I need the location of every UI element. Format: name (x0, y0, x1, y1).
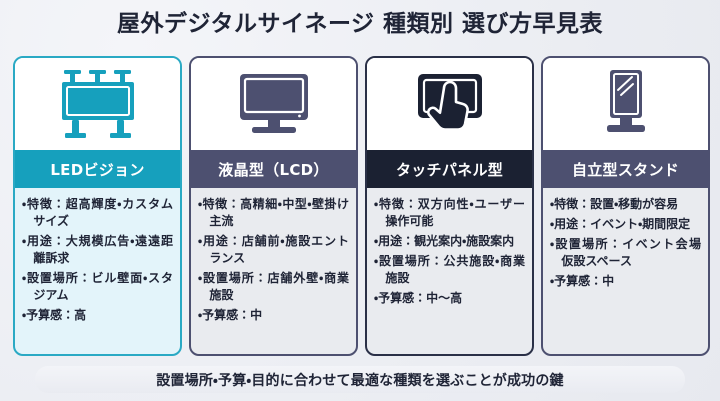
card-icon-area-free-standing (543, 58, 708, 150)
bullet-item: ・設置場所：ビル壁面・スタジアム (22, 271, 173, 303)
card-icon-area-led-vision (15, 58, 180, 150)
footer-message-text: 設置場所・予算・目的に合わせて最適な種類を選ぶことが成功の鍵 (156, 372, 564, 389)
bullet-item: ・設置場所：イベント会場 仮設スペース (550, 237, 708, 269)
card-lcd[interactable]: 液晶型（LCD） ・特徴：高精細・中型・壁掛け主流 ・用途：店舗前・施設エントラ… (189, 56, 358, 356)
card-grid: LEDビジョン ・特徴：超高輝度・カスタムサイズ ・用途：大規模広告・遠遠距離訴… (13, 56, 710, 356)
bullet-list-lcd: ・特徴：高精細・中型・壁掛け主流 ・用途：店舗前・施設エントランス ・設置場所：… (198, 196, 349, 324)
bullet-item: ・用途：観光案内・施設案内 (374, 234, 515, 249)
card-touch-panel[interactable]: タッチパネル型 ・特徴：双方向性・ユーザー操作可能 ・用途：観光案内・施設案内 … (365, 56, 534, 356)
card-icon-area-lcd (191, 58, 356, 150)
bullet-item: ・予算感：高 (22, 308, 87, 323)
bullet-list-free-standing: ・特徴：設置・移動が容易 ・用途：イベント・期間限定 ・設置場所：イベント会場 … (550, 196, 708, 290)
card-body-free-standing: ・特徴：設置・移動が容易 ・用途：イベント・期間限定 ・設置場所：イベント会場 … (543, 188, 708, 354)
bullet-item: ・予算感：中〜高 (374, 291, 463, 306)
bullet-item: ・特徴：設置・移動が容易 (550, 197, 679, 211)
card-body-touch-panel: ・特徴：双方向性・ユーザー操作可能 ・用途：観光案内・施設案内 ・設置場所：公共… (367, 188, 532, 354)
card-body-lcd: ・特徴：高精細・中型・壁掛け主流 ・用途：店舗前・施設エントランス ・設置場所：… (191, 188, 356, 354)
bullet-list-led-vision: ・特徴：超高輝度・カスタムサイズ ・用途：大規模広告・遠遠距離訴求 ・設置場所：… (22, 196, 173, 324)
billboard-icon (52, 68, 144, 140)
bullet-item: ・予算感：中 (198, 308, 263, 323)
card-title-led-vision: LEDビジョン (15, 150, 180, 188)
bullet-item: ・特徴：双方向性・ユーザー操作可能 (374, 197, 525, 229)
monitor-icon (228, 68, 320, 140)
bullet-item: ・用途：イベント・期間限定 (550, 217, 691, 232)
touch-hand-icon (404, 68, 496, 140)
card-led-vision[interactable]: LEDビジョン ・特徴：超高輝度・カスタムサイズ ・用途：大規模広告・遠遠距離訴… (13, 56, 182, 356)
page-title-text: 屋外デジタルサイネージ 種類別 選び方早見表 (116, 11, 604, 37)
bullet-item: ・用途：店舗前・施設エントランス (198, 234, 349, 266)
card-title-touch-panel: タッチパネル型 (367, 150, 532, 188)
bullet-item: ・設置場所：店舗外壁・商業施設 (198, 271, 349, 303)
card-title-lcd: 液晶型（LCD） (191, 150, 356, 188)
bullet-item: ・予算感：中 (550, 274, 615, 289)
bullet-list-touch-panel: ・特徴：双方向性・ユーザー操作可能 ・用途：観光案内・施設案内 ・設置場所：公共… (374, 196, 525, 307)
card-body-led-vision: ・特徴：超高輝度・カスタムサイズ ・用途：大規模広告・遠遠距離訴求 ・設置場所：… (15, 188, 180, 354)
page-title: 屋外デジタルサイネージ 種類別 選び方早見表 (0, 10, 720, 39)
footer-message-bar: 設置場所・予算・目的に合わせて最適な種類を選ぶことが成功の鍵 (35, 366, 685, 393)
standing-kiosk-icon (580, 68, 672, 140)
card-free-standing[interactable]: 自立型スタンド ・特徴：設置・移動が容易 ・用途：イベント・期間限定 ・設置場所… (541, 56, 710, 356)
card-icon-area-touch-panel (367, 58, 532, 150)
bullet-item: ・設置場所：公共施設・商業施設 (374, 254, 525, 286)
bullet-item: ・特徴：超高輝度・カスタムサイズ (22, 197, 173, 229)
bullet-item: ・特徴：高精細・中型・壁掛け主流 (198, 197, 349, 229)
card-title-free-standing: 自立型スタンド (543, 150, 708, 188)
bullet-item: ・用途：大規模広告・遠遠距離訴求 (22, 234, 173, 266)
